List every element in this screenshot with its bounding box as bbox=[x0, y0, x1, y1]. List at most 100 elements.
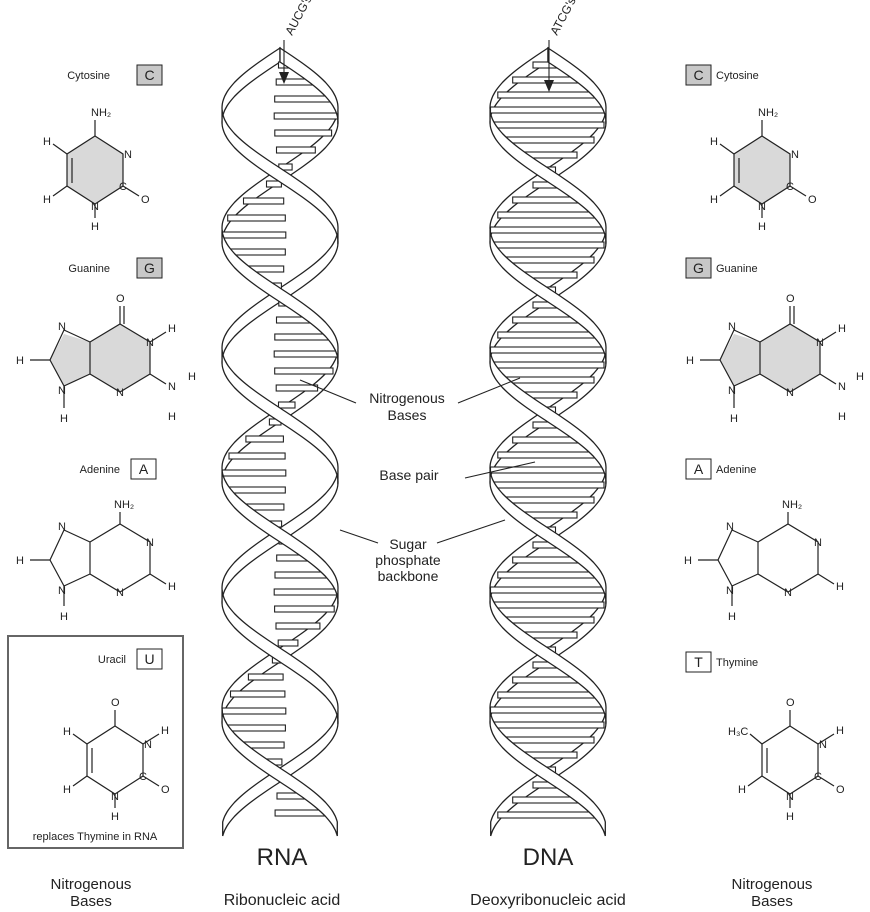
svg-text:N: N bbox=[784, 587, 792, 599]
dna-backbone-segment bbox=[489, 589, 607, 725]
right-adenine-name: Adenine bbox=[716, 464, 756, 476]
svg-text:H: H bbox=[168, 323, 176, 335]
svg-text:C: C bbox=[814, 771, 822, 783]
svg-text:O: O bbox=[786, 697, 795, 709]
rna-backbone-segment bbox=[221, 589, 339, 725]
dna-base-rung bbox=[489, 346, 607, 354]
rna-backbone-segment bbox=[221, 229, 339, 365]
adenine-structure-left: NH₂ N H N N N H H bbox=[16, 499, 176, 623]
rna-base-rung bbox=[221, 707, 287, 715]
label-sugar: Sugar bbox=[389, 536, 427, 552]
svg-text:H: H bbox=[710, 136, 718, 148]
dna-backbone-segment bbox=[489, 109, 607, 245]
right-cytosine-badge bbox=[685, 64, 712, 86]
dna-base-rung bbox=[497, 331, 599, 339]
dna-title: DNA bbox=[523, 844, 574, 871]
left-footer-2: Bases bbox=[70, 893, 112, 910]
svg-text:NH₂: NH₂ bbox=[782, 499, 802, 511]
dna-base-rung bbox=[497, 451, 599, 459]
svg-text:N: N bbox=[116, 587, 124, 599]
dna-base-rung bbox=[491, 241, 605, 249]
dna-base-rung bbox=[501, 616, 595, 624]
rna-base-rung bbox=[274, 605, 335, 613]
dna-base-rung bbox=[489, 226, 607, 234]
svg-text:H: H bbox=[168, 581, 176, 593]
svg-text:N: N bbox=[146, 537, 154, 549]
svg-text:H: H bbox=[738, 784, 746, 796]
svg-text:O: O bbox=[161, 784, 170, 796]
rna-base-rung bbox=[227, 248, 286, 256]
label-nitrogenous-bases-1: Nitrogenous bbox=[369, 390, 445, 406]
svg-text:C: C bbox=[786, 181, 794, 193]
label-phosphate: phosphate bbox=[375, 552, 441, 568]
rna-backbone-segment bbox=[221, 709, 338, 837]
right-footer-2: Bases bbox=[751, 893, 793, 910]
rna-base-rung bbox=[221, 231, 287, 239]
uracil-badge bbox=[136, 648, 163, 670]
svg-text:N: N bbox=[58, 321, 66, 333]
svg-text:H: H bbox=[16, 355, 24, 367]
dna-base-rung bbox=[489, 586, 607, 594]
guanine-structure-right: O N H N H H N N N H H bbox=[686, 293, 864, 425]
right-cytosine: C Cytosine NH₂ N C O N H H H bbox=[685, 64, 817, 233]
cytosine-structure-left: NH₂ N C O N H H H bbox=[43, 107, 150, 233]
rna-base-rung bbox=[274, 129, 333, 137]
svg-text:H: H bbox=[168, 411, 176, 423]
right-cytosine-letter: C bbox=[693, 67, 703, 83]
svg-text:N: N bbox=[58, 385, 66, 397]
dna-base-rung bbox=[497, 811, 599, 819]
right-guanine: G Guanine O N H N H H N N N H H bbox=[685, 257, 864, 425]
rna-base-rung bbox=[245, 435, 284, 443]
right-thymine-name: Thymine bbox=[716, 657, 758, 669]
center-annotations: Nitrogenous Bases Base pair Sugar phosph… bbox=[299, 377, 536, 584]
rna-base-rung bbox=[277, 401, 296, 409]
left-cytosine-badge bbox=[136, 64, 163, 86]
svg-text:H: H bbox=[63, 726, 71, 738]
dna-helix bbox=[489, 46, 607, 837]
left-footer-1: Nitrogenous bbox=[51, 876, 132, 893]
svg-text:N: N bbox=[91, 201, 99, 213]
rna-base-rung bbox=[227, 214, 286, 222]
svg-text:H: H bbox=[43, 136, 51, 148]
uracil-box: Uracil U O N H C O N H H H replaces Thym… bbox=[7, 635, 184, 849]
guanine-structure-left: O N H N H H N N N H H bbox=[16, 293, 196, 425]
right-thymine-letter: T bbox=[694, 654, 703, 670]
dna-backbone-segment bbox=[489, 709, 606, 837]
dna-base-rung bbox=[501, 256, 595, 264]
svg-text:N: N bbox=[814, 537, 822, 549]
left-cytosine: Cytosine C NH₂ N C O N H H H bbox=[43, 64, 163, 233]
svg-text:N: N bbox=[838, 381, 846, 393]
rna-base-rung bbox=[221, 469, 287, 477]
svg-text:H: H bbox=[786, 811, 794, 823]
left-adenine: Adenine A NH₂ N H N N N H H bbox=[16, 458, 176, 623]
svg-text:N: N bbox=[168, 381, 176, 393]
rna-backbone-segment bbox=[221, 109, 339, 245]
rna-backbone-segment bbox=[221, 46, 281, 125]
svg-text:O: O bbox=[116, 293, 125, 305]
dna-base-rung bbox=[497, 571, 599, 579]
dna-base-rung bbox=[491, 721, 605, 729]
svg-text:H: H bbox=[838, 323, 846, 335]
svg-text:N: N bbox=[124, 149, 132, 161]
svg-text:N: N bbox=[726, 521, 734, 533]
right-guanine-badge bbox=[685, 257, 712, 279]
rna-base-rung bbox=[274, 367, 334, 375]
right-thymine-badge bbox=[685, 651, 712, 673]
rna-base-rung bbox=[275, 146, 316, 154]
uracil-letter: U bbox=[144, 651, 154, 667]
dna-top-label: ATCG's bbox=[547, 0, 578, 37]
rna-base-rung bbox=[242, 197, 285, 205]
right-thymine: T Thymine O N H C O N H H₃C H bbox=[685, 651, 845, 823]
svg-text:H: H bbox=[836, 725, 844, 737]
svg-text:H: H bbox=[686, 355, 694, 367]
label-backbone: backbone bbox=[378, 568, 439, 584]
dna-base-rung bbox=[497, 211, 599, 219]
rna-title: RNA bbox=[257, 844, 308, 871]
rna-base-rung bbox=[228, 452, 286, 460]
dna-backbone-segment bbox=[489, 469, 607, 605]
svg-text:O: O bbox=[808, 194, 817, 206]
adenine-structure-right: NH₂ N H N N N H H bbox=[684, 499, 844, 623]
rna-base-rung bbox=[247, 673, 284, 681]
svg-text:NH₂: NH₂ bbox=[758, 107, 778, 119]
dna-base-rung bbox=[501, 496, 595, 504]
